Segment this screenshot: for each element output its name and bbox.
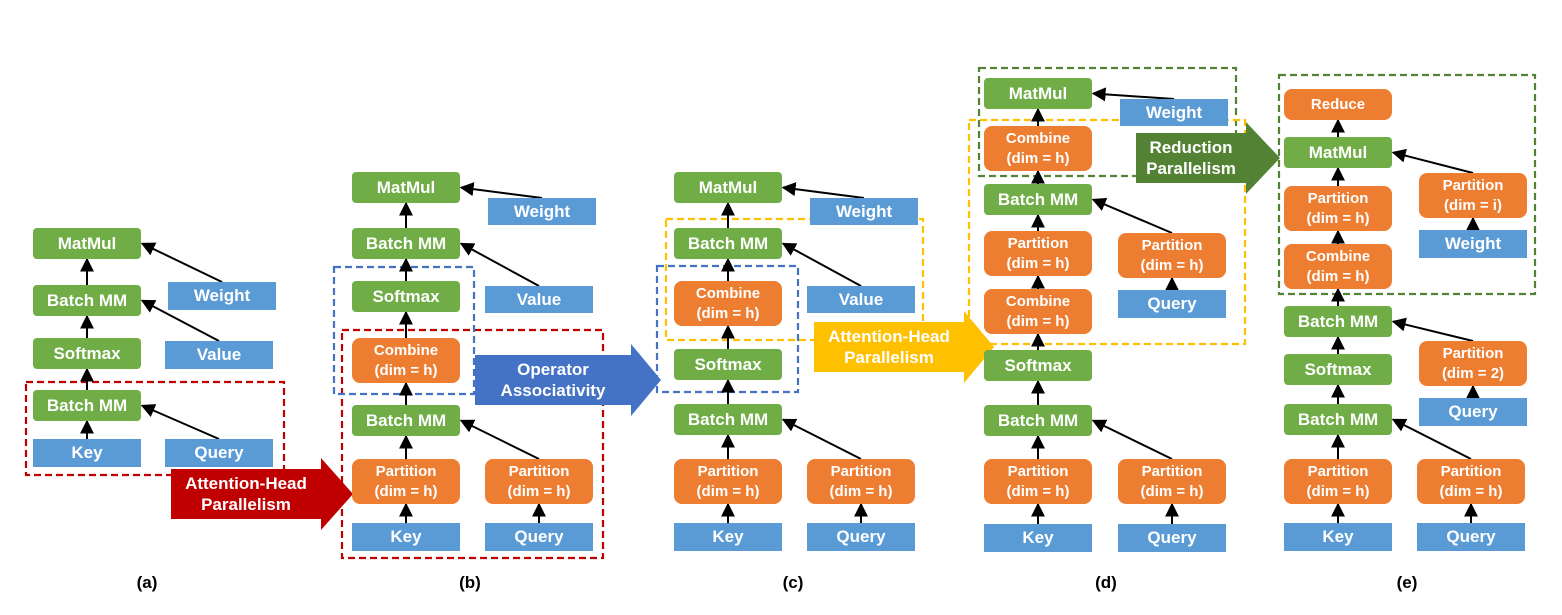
node-b-part1: Partition (dim = h)	[352, 459, 460, 504]
box-c-yellow	[664, 217, 925, 342]
edge-a-query-to-a-bmm1	[140, 404, 220, 440]
node-b-value: Value	[485, 286, 593, 313]
node-e-query2: Query	[1419, 398, 1527, 426]
edge-b-part2-to-b-bmm1	[459, 419, 540, 460]
node-c-matmul: MatMul	[674, 172, 782, 203]
node-c-value: Value	[807, 286, 915, 313]
node-e-part3: Partition (dim = h)	[1284, 186, 1392, 231]
node-b-softmax: Softmax	[352, 281, 460, 312]
node-e-bmm2: Batch MM	[1284, 306, 1392, 337]
node-e-bmm1: Batch MM	[1284, 404, 1392, 435]
node-d-key: Key	[984, 524, 1092, 552]
node-e-part2: Partition (dim = h)	[1417, 459, 1525, 504]
node-c-bmm2: Batch MM	[674, 228, 782, 259]
node-e-part-2: Partition (dim = 2)	[1419, 341, 1527, 386]
node-b-bmm2: Batch MM	[352, 228, 460, 259]
edge-b-weight-to-b-matmul	[459, 182, 543, 199]
node-e-softmax: Softmax	[1284, 354, 1392, 385]
node-c-weight: Weight	[810, 198, 918, 225]
edge-c-weight-to-c-matmul	[781, 182, 865, 199]
box-d-green	[977, 66, 1238, 178]
edge-c-part2-to-c-bmm1	[781, 418, 862, 460]
transform-label-t4: Reduction Parallelism	[1146, 138, 1236, 178]
node-d-bmm1: Batch MM	[984, 405, 1092, 436]
node-a-query: Query	[165, 439, 273, 467]
node-e-query: Query	[1417, 523, 1525, 551]
transform-label-t3: Attention-Head Parallelism	[828, 327, 950, 367]
node-b-query: Query	[485, 523, 593, 551]
node-d-weight: Weight	[1120, 99, 1228, 126]
node-b-key: Key	[352, 523, 460, 551]
node-b-combine: Combine (dim = h)	[352, 338, 460, 383]
node-b-part2: Partition (dim = h)	[485, 459, 593, 504]
edge-e-part-i-to-e-matmul	[1391, 148, 1474, 174]
edge-a-weight-to-a-matmul	[140, 242, 223, 283]
node-d-query2: Query	[1118, 290, 1226, 318]
edge-d-part2-to-d-bmm1	[1091, 419, 1173, 460]
edge-a-value-to-a-bmm2	[140, 299, 220, 342]
edge-d-part4-to-d-bmm2	[1091, 197, 1173, 234]
node-d-combine1: Combine (dim = h)	[984, 289, 1092, 334]
box-a-red	[24, 380, 286, 477]
node-c-bmm1: Batch MM	[674, 404, 782, 435]
node-d-part1: Partition (dim = h)	[984, 459, 1092, 504]
node-a-key: Key	[33, 439, 141, 467]
node-c-part2: Partition (dim = h)	[807, 459, 915, 504]
node-b-bmm1: Batch MM	[352, 405, 460, 436]
node-d-bmm2: Batch MM	[984, 184, 1092, 215]
node-e-combine: Combine (dim = h)	[1284, 244, 1392, 289]
edge-c-value-to-c-bmm2	[781, 242, 862, 287]
node-e-matmul: MatMul	[1284, 137, 1392, 168]
node-e-part-i: Partition (dim = i)	[1419, 173, 1527, 218]
node-d-softmax: Softmax	[984, 350, 1092, 381]
transform-arrow-t4	[1136, 122, 1280, 194]
transform-arrow-t2	[475, 344, 661, 416]
box-b-red	[340, 328, 605, 560]
transform-label-t1: Attention-Head Parallelism	[185, 474, 307, 514]
node-d-part4: Partition (dim = h)	[1118, 233, 1226, 278]
node-d-part2: Partition (dim = h)	[1118, 459, 1226, 504]
box-d-yellow	[967, 118, 1247, 346]
node-e-reduce: Reduce	[1284, 89, 1392, 120]
transform-label-t2: Operator Associativity	[500, 360, 606, 400]
node-a-value: Value	[165, 341, 273, 369]
node-e-part1: Partition (dim = h)	[1284, 459, 1392, 504]
node-e-weight: Weight	[1419, 230, 1527, 258]
node-e-key: Key	[1284, 523, 1392, 551]
node-d-query: Query	[1118, 524, 1226, 552]
panel-caption-3: (d)	[1095, 573, 1117, 592]
node-a-bmm1: Batch MM	[33, 390, 141, 421]
node-a-bmm2: Batch MM	[33, 285, 141, 316]
edge-b-value-to-b-bmm2	[459, 242, 540, 287]
node-c-softmax: Softmax	[674, 349, 782, 380]
node-d-combine2: Combine (dim = h)	[984, 126, 1092, 171]
node-a-softmax: Softmax	[33, 338, 141, 369]
panel-caption-4: (e)	[1396, 573, 1418, 592]
node-d-part3: Partition (dim = h)	[984, 231, 1092, 276]
edge-d-weight-to-d-matmul	[1091, 87, 1175, 102]
node-a-weight: Weight	[168, 282, 276, 310]
node-c-part1: Partition (dim = h)	[674, 459, 782, 504]
node-b-weight: Weight	[488, 198, 596, 225]
node-c-key: Key	[674, 523, 782, 551]
edge-e-part2-to-e-bmm1	[1391, 418, 1472, 460]
node-d-matmul: MatMul	[984, 78, 1092, 109]
node-c-query: Query	[807, 523, 915, 551]
node-c-combine: Combine (dim = h)	[674, 281, 782, 326]
panel-caption-2: (c)	[782, 573, 804, 592]
edge-e-part-2-to-e-bmm2	[1391, 317, 1474, 342]
panel-caption-0: (a)	[136, 573, 158, 592]
transform-arrow-t3	[814, 311, 994, 383]
transform-arrow-t1	[171, 458, 353, 530]
node-b-matmul: MatMul	[352, 172, 460, 203]
box-e-green	[1277, 73, 1537, 296]
node-a-matmul: MatMul	[33, 228, 141, 259]
panel-caption-1: (b)	[459, 573, 481, 592]
